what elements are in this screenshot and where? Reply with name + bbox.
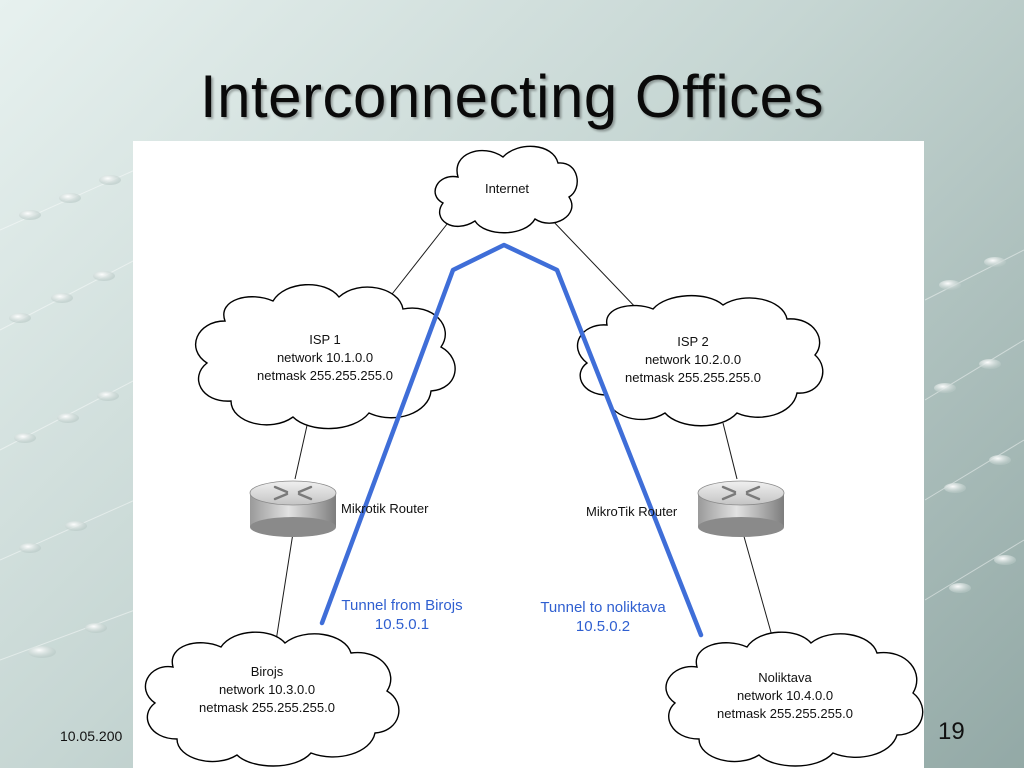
internet-cloud [434, 145, 578, 234]
isp2-network: network 10.2.0.0 [645, 352, 741, 367]
router-right-label: MikroTik Router [586, 504, 678, 519]
network-diagram: Internet ISP 1 network 10.1.0.0 netmask … [133, 141, 924, 768]
noliktava-network: network 10.4.0.0 [737, 688, 833, 703]
network-diagram-canvas: Internet ISP 1 network 10.1.0.0 netmask … [144, 145, 924, 767]
link-router-right-noliktava [742, 532, 775, 644]
birojs-name: Birojs [251, 664, 284, 679]
link-router-left-birojs [275, 532, 294, 642]
noliktava-name: Noliktava [758, 670, 812, 685]
tunnel-right-address: 10.5.0.2 [576, 618, 630, 635]
link-isp1-router-left [294, 420, 309, 480]
router-right-icon [697, 480, 785, 537]
internet-label: Internet [485, 181, 529, 196]
footer-date: 10.05.200 [60, 728, 123, 744]
noliktava-cloud [665, 631, 924, 767]
isp2-name: ISP 2 [677, 334, 709, 349]
birojs-cloud [144, 631, 400, 767]
vpn-tunnel-path [319, 242, 704, 638]
slide-number: 19 [938, 718, 965, 745]
isp1-netmask: netmask 255.255.255.0 [257, 368, 393, 383]
link-isp2-router-right [722, 422, 738, 480]
tunnel-left-address: 10.5.0.1 [375, 616, 429, 633]
birojs-netmask: netmask 255.255.255.0 [199, 700, 335, 715]
birojs-network: network 10.3.0.0 [219, 682, 315, 697]
isp1-network: network 10.1.0.0 [277, 350, 373, 365]
isp1-cloud [195, 284, 456, 430]
router-left-label: Mikrotik Router [341, 501, 429, 516]
link-internet-isp2 [550, 218, 640, 312]
noliktava-netmask: netmask 255.255.255.0 [717, 706, 853, 721]
isp2-cloud [576, 295, 824, 427]
tunnel-left-label: Tunnel from Birojs [341, 597, 462, 614]
router-left-icon [249, 480, 337, 537]
isp1-name: ISP 1 [309, 332, 341, 347]
slide-title: Interconnecting Offices [199, 63, 825, 130]
link-internet-isp1 [384, 218, 452, 304]
isp2-netmask: netmask 255.255.255.0 [625, 370, 761, 385]
tunnel-right-label: Tunnel to noliktava [540, 599, 666, 616]
